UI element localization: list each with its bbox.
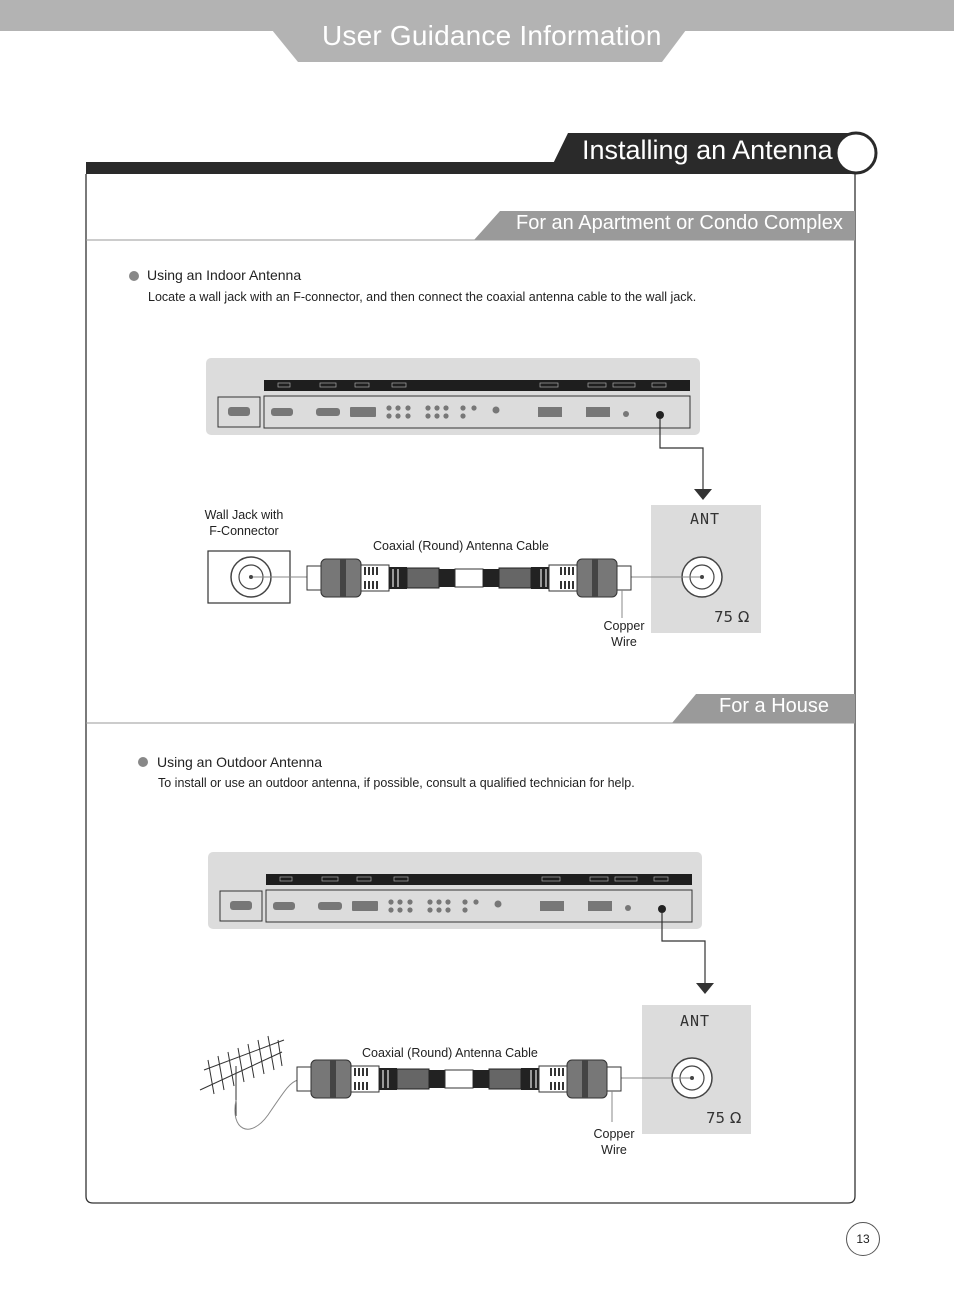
subtitle-house: For a House: [719, 695, 830, 717]
instruction-indoor: Locate a wall jack with an F-connector, …: [148, 290, 697, 304]
section-title-tab: [548, 133, 856, 174]
bullet-heading-indoor: Using an Indoor Antenna: [147, 267, 302, 283]
connector-line-1: [659, 419, 704, 490]
section-bar: [86, 162, 556, 174]
tv-rear-panel-1: [206, 358, 700, 435]
subtitle-tab-house: [672, 694, 855, 723]
copper-wire-label-1: Copper Wire: [603, 619, 645, 649]
subtitle-tab-apartment: [474, 211, 855, 240]
copper-wire-label-2: Copper Wire: [593, 1127, 635, 1157]
page-header-title: User Guidance Information: [322, 20, 662, 51]
content-frame: [85, 174, 856, 1204]
bullet-dot-house: [138, 757, 148, 767]
cable-label-1: Coaxial (Round) Antenna Cable: [373, 539, 549, 553]
ant-label-1: ANT: [690, 510, 721, 528]
cable-label-2: Coaxial (Round) Antenna Cable: [362, 1046, 538, 1060]
arrow-down-2: [696, 983, 714, 994]
connector-line-2: [661, 913, 706, 983]
subtitle-apartment: For an Apartment or Condo Complex: [516, 212, 843, 234]
ohm-label-1: 75 Ω: [714, 608, 750, 626]
bullet-heading-outdoor: Using an Outdoor Antenna: [157, 754, 323, 770]
header-tab: [272, 30, 686, 62]
arrow-down-1: [694, 489, 712, 500]
tv-rear-panel-2: [208, 852, 702, 929]
page-number: 13: [846, 1222, 880, 1256]
section-title: Installing an Antenna: [582, 135, 833, 165]
section-circle: [834, 131, 878, 175]
header-band: [0, 0, 954, 31]
coaxial-cable-1: [306, 558, 700, 598]
outdoor-antenna: [199, 1035, 299, 1130]
coaxial-cable-2: [296, 1059, 690, 1099]
wall-jack-label: Wall Jack with F-Connector: [204, 508, 284, 538]
bullet-dot-apartment: [129, 271, 139, 281]
ohm-label-2: 75 Ω: [706, 1109, 742, 1127]
ant-label-2: ANT: [680, 1012, 711, 1030]
instruction-outdoor: To install or use an outdoor antenna, if…: [158, 776, 635, 790]
